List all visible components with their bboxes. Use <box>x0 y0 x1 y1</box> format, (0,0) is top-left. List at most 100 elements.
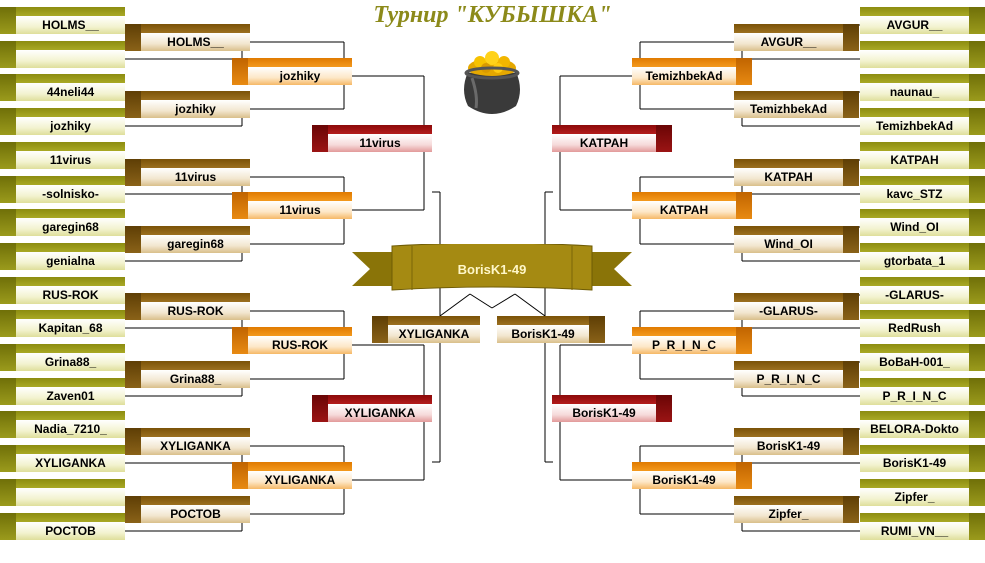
right-round4-slot: KATPAH <box>552 125 672 152</box>
left-round2-slot: РОСТОВ <box>125 496 250 523</box>
left-round1-slot-label: garegin68 <box>16 218 125 236</box>
right-round2-slot-label: AVGUR__ <box>734 33 843 51</box>
left-round1-slot <box>0 41 125 68</box>
left-round1-slot: garegin68 <box>0 209 125 236</box>
left-round1-slot: genialna <box>0 243 125 270</box>
right-round4-slot: BorisK1-49 <box>552 395 672 422</box>
left-round1-slot <box>0 479 125 506</box>
right-round4-slot-label: BorisK1-49 <box>552 404 656 422</box>
right-round1-slot-label: -GLARUS- <box>860 286 969 304</box>
left-round2-slot: HOLMS__ <box>125 24 250 51</box>
right-round1-slot-label: TemizhbekAd <box>860 117 969 135</box>
right-round1-slot-label: Wind_OI <box>860 218 969 236</box>
right-round2-slot: Zipfer_ <box>734 496 859 523</box>
left-round2-slot-label: Grina88_ <box>141 370 250 388</box>
left-round3-slot-label: 11virus <box>248 201 352 219</box>
left-round1-slot: -solnisko- <box>0 176 125 203</box>
right-round3-slot-label: KATPAH <box>632 201 736 219</box>
left-round4-slot-label: XYLIGANKA <box>328 404 432 422</box>
champion-name: BorisK1-49 <box>457 262 527 277</box>
left-round2-slot-label: HOLMS__ <box>141 33 250 51</box>
left-round3-slot: jozhiky <box>232 58 352 85</box>
left-round2-slot-label: RUS-ROK <box>141 302 250 320</box>
right-round2-slot-label: Zipfer_ <box>734 505 843 523</box>
left-round1-slot: HOLMS__ <box>0 7 125 34</box>
right-round1-slot: RedRush <box>860 310 985 337</box>
left-round3-slot: XYLIGANKA <box>232 462 352 489</box>
right-semifinal-slot: BorisK1-49 <box>497 316 605 343</box>
right-round1-slot-label: BorisK1-49 <box>860 454 969 472</box>
left-round1-slot-label: Grina88_ <box>16 353 125 371</box>
left-round1-slot: 44neli44 <box>0 74 125 101</box>
left-round1-slot-label: HOLMS__ <box>16 16 125 34</box>
right-round1-slot-label: gtorbata_1 <box>860 252 969 270</box>
left-round2-slot: jozhiky <box>125 91 250 118</box>
right-round2-slot: KATPAH <box>734 159 859 186</box>
right-round2-slot: BorisK1-49 <box>734 428 859 455</box>
left-round2-slot-label: 11virus <box>141 168 250 186</box>
right-round1-slot-label: P_R_I_N_C <box>860 387 969 405</box>
left-round1-slot: RUS-ROK <box>0 277 125 304</box>
left-round1-slot: XYLIGANKA <box>0 445 125 472</box>
left-round2-slot: garegin68 <box>125 226 250 253</box>
left-round2-slot: XYLIGANKA <box>125 428 250 455</box>
right-round2-slot-label: TemizhbekAd <box>734 100 843 118</box>
right-round1-slot <box>860 41 985 68</box>
right-round3-slot: TemizhbekAd <box>632 58 752 85</box>
left-round1-slot-label: RUS-ROK <box>16 286 125 304</box>
left-round4-slot: XYLIGANKA <box>312 395 432 422</box>
bracket-connector <box>469 293 493 309</box>
right-round2-slot: Wind_OI <box>734 226 859 253</box>
right-round1-slot: BoBaH-001_ <box>860 344 985 371</box>
left-round3-slot-label: RUS-ROK <box>248 336 352 354</box>
right-round1-slot-label: KATPAH <box>860 151 969 169</box>
right-round1-slot: naunau_ <box>860 74 985 101</box>
left-round3-slot-label: XYLIGANKA <box>248 471 352 489</box>
left-round2-slot-label: РОСТОВ <box>141 505 250 523</box>
right-round3-slot-label: BorisK1-49 <box>632 471 736 489</box>
right-round1-slot: AVGUR__ <box>860 7 985 34</box>
left-round1-slot-label: Zaven01 <box>16 387 125 405</box>
right-round1-slot: Wind_OI <box>860 209 985 236</box>
right-round2-slot-label: BorisK1-49 <box>734 437 843 455</box>
pot-of-gold-icon <box>464 51 520 114</box>
right-round2-slot-label: -GLARUS- <box>734 302 843 320</box>
right-round2-slot: AVGUR__ <box>734 24 859 51</box>
left-round1-slot-label: 44neli44 <box>16 83 125 101</box>
right-round1-slot-label: Zipfer_ <box>860 488 969 506</box>
left-round1-slot: jozhiky <box>0 108 125 135</box>
right-round1-slot: BELORA-Dokto <box>860 411 985 438</box>
right-round1-slot-label: BoBaH-001_ <box>860 353 969 371</box>
bracket-connector <box>514 293 546 317</box>
right-round1-slot-label: AVGUR__ <box>860 16 969 34</box>
left-round3-slot: RUS-ROK <box>232 327 352 354</box>
left-round1-slot-label: 11virus <box>16 151 125 169</box>
right-round2-slot: P_R_I_N_C <box>734 361 859 388</box>
left-round1-slot: РОСТОВ <box>0 513 125 540</box>
left-semifinal-slot-label: XYLIGANKA <box>388 325 480 343</box>
left-semifinal-slot: XYLIGANKA <box>372 316 480 343</box>
right-round1-slot-label <box>860 50 969 68</box>
right-round3-slot: P_R_I_N_C <box>632 327 752 354</box>
left-round1-slot-label: XYLIGANKA <box>16 454 125 472</box>
left-round1-slot-label <box>16 488 125 506</box>
left-round2-slot: 11virus <box>125 159 250 186</box>
right-round1-slot: RUMI_VN__ <box>860 513 985 540</box>
right-round4-slot-label: KATPAH <box>552 134 656 152</box>
left-round1-slot-label: Nadia_7210_ <box>16 420 125 438</box>
left-round4-slot: 11virus <box>312 125 432 152</box>
left-round2-slot: RUS-ROK <box>125 293 250 320</box>
page-title: Турнир "КУБЫШКА" <box>373 2 612 28</box>
right-round1-slot: P_R_I_N_C <box>860 378 985 405</box>
left-round2-slot-label: garegin68 <box>141 235 250 253</box>
right-round3-slot-label: P_R_I_N_C <box>632 336 736 354</box>
right-round3-slot-label: TemizhbekAd <box>632 67 736 85</box>
champion-banner <box>352 244 632 291</box>
left-round3-slot: 11virus <box>232 192 352 219</box>
right-round1-slot-label: naunau_ <box>860 83 969 101</box>
right-round1-slot-label: BELORA-Dokto <box>860 420 969 438</box>
left-round2-slot-label: XYLIGANKA <box>141 437 250 455</box>
right-round1-slot: kavc_STZ <box>860 176 985 203</box>
left-round1-slot: Zaven01 <box>0 378 125 405</box>
